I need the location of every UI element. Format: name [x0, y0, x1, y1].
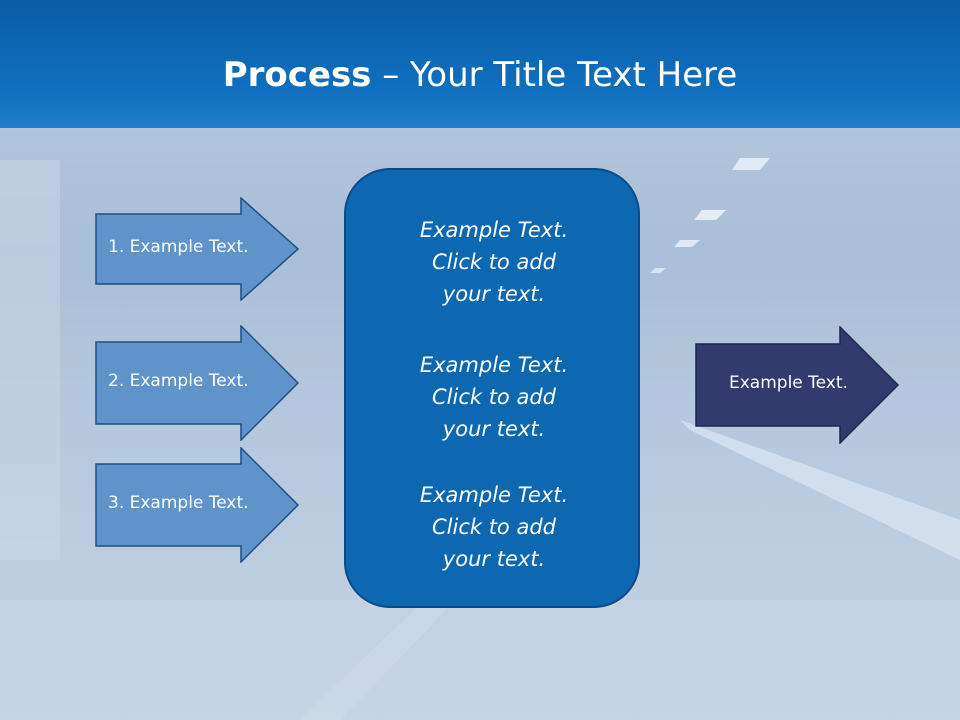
text-line: Example Text. — [419, 483, 569, 507]
input-arrow-3[interactable]: 3. Example Text. — [95, 447, 300, 563]
title-rest: – Your Title Text Here — [371, 55, 738, 95]
text-line: Click to add — [431, 515, 556, 539]
text-line: your text. — [442, 282, 546, 306]
text-line: Click to add — [431, 385, 556, 409]
center-text-block-2: Example Text. Click to add your text. — [346, 349, 642, 445]
text-line: Example Text. — [419, 353, 569, 377]
title-bar: Process – Your Title Text Here — [0, 0, 960, 128]
input-arrow-2-label: 2. Example Text. — [108, 371, 249, 391]
center-text-block-1: Example Text. Click to add your text. — [346, 214, 642, 310]
text-line: your text. — [442, 547, 546, 571]
output-arrow[interactable]: Example Text. — [695, 326, 900, 444]
arrow-shape — [95, 197, 300, 301]
input-arrow-1-label: 1. Example Text. — [108, 237, 249, 257]
input-arrow-2[interactable]: 2. Example Text. — [95, 325, 300, 441]
slide-title: Process – Your Title Text Here — [0, 48, 960, 102]
arrow-shape — [95, 325, 300, 441]
text-line: your text. — [442, 417, 546, 441]
arrow-shape — [695, 326, 900, 444]
input-arrow-3-label: 3. Example Text. — [108, 493, 249, 513]
text-line: Example Text. — [419, 218, 569, 242]
center-process-box[interactable]: Example Text. Click to add your text. Ex… — [344, 168, 640, 608]
center-text-block-3: Example Text. Click to add your text. — [346, 479, 642, 575]
output-arrow-label: Example Text. — [729, 373, 848, 393]
title-bold: Process — [222, 55, 372, 95]
input-arrow-1[interactable]: 1. Example Text. — [95, 197, 300, 301]
arrow-shape — [95, 447, 300, 563]
text-line: Click to add — [431, 250, 556, 274]
